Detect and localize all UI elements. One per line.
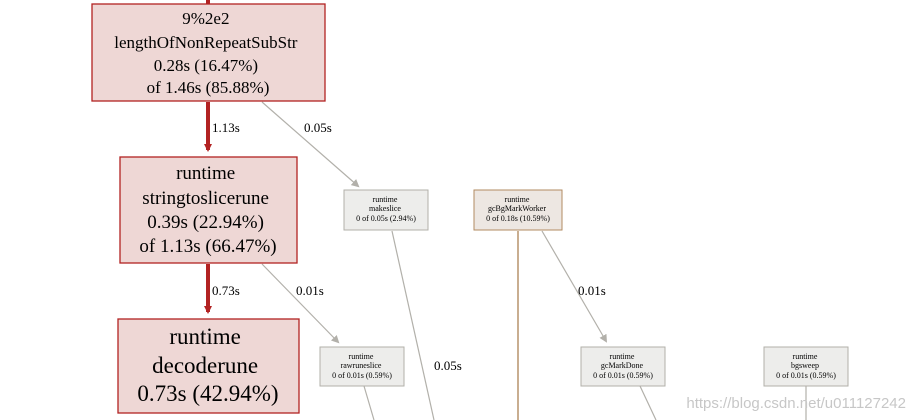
node-bgsweep-line-3: 0 of 0.01s (0.59%) (776, 371, 836, 380)
node-len-line-2: lengthOfNonRepeatSubStr (114, 33, 298, 52)
node-decode-line-2: decoderune (152, 353, 258, 378)
node-makeslice[interactable]: runtime makeslice 0 of 0.05s (2.94%) (343, 189, 429, 231)
edge-gcbg-to-gcmarkdone (541, 230, 608, 343)
node-decode-line-3: 0.73s (42.94%) (137, 381, 278, 406)
edge-label-len-to-makeslice: 0.05s (304, 120, 332, 135)
node-bgsweep-line-1: runtime (793, 352, 818, 361)
edge-rawruneslice-down (363, 385, 375, 420)
node-makeslice-line-1: runtime (373, 195, 398, 204)
node-gcbgmarkworker[interactable]: runtime gcBgMarkWorker 0 of 0.18s (10.59… (473, 189, 563, 231)
node-len-line-3: 0.28s (16.47%) (154, 56, 258, 75)
node-bgsweep[interactable]: runtime bgsweep 0 of 0.01s (0.59%) (763, 346, 849, 387)
node-gcmark-line-2: gcMarkDone (601, 361, 644, 370)
edge-label-gcbg-to-gcmark: 0.01s (578, 283, 606, 298)
node-gcmark-line-3: 0 of 0.01s (0.59%) (593, 371, 653, 380)
edge-label-str-to-raw: 0.01s (296, 283, 324, 298)
edge-makeslice-down (391, 230, 435, 420)
node-makeslice-line-2: makeslice (369, 204, 401, 213)
node-str-line-4: of 1.13s (66.47%) (139, 236, 276, 257)
svg-text:runtime makeslice: runtime makeslice 0 of 0.05s (2.94%) (356, 195, 416, 223)
node-str-line-2: stringtoslicerune (142, 188, 269, 209)
node-gcmark-line-1: runtime (610, 352, 635, 361)
node-makeslice-line-3: 0 of 0.05s (2.94%) (356, 214, 416, 223)
edge-label-makeslice-down: 0.05s (434, 358, 462, 373)
svg-text:runtime decoderune: runtime decoderune 0.73s (42.94%) (137, 324, 278, 406)
edge-label-len-to-str: 1.13s (212, 120, 240, 135)
edge-gcmarkdone-down (639, 385, 657, 420)
node-gcbg-line-1: runtime (505, 195, 530, 204)
watermark-text: https://blog.csdn.net/u011127242 (686, 395, 906, 412)
svg-text:runtime gcBgMarkWorker: runtime gcBgMarkWorker 0 of 0.18s (10.59… (486, 195, 550, 223)
node-gcbg-line-2: gcBgMarkWorker (488, 204, 546, 213)
svg-text:runtime gcMarkDone: runtime gcMarkDone 0 of 0.01s (0.59%) (593, 352, 653, 380)
svg-text:runtime rawruneslice: runtime rawruneslice 0 of 0.01s (0.59%) (332, 352, 392, 380)
node-len-line-1: 9%2e2 (182, 9, 229, 28)
svg-text:runtime bgsweep 0: runtime bgsweep 0 of 0.01s (0.59%) (776, 352, 836, 380)
node-bgsweep-line-2: bgsweep (791, 361, 819, 370)
edge-label-str-to-decode: 0.73s (212, 283, 240, 298)
node-raw-line-1: runtime (349, 352, 374, 361)
node-rawruneslice[interactable]: runtime rawruneslice 0 of 0.01s (0.59%) (319, 346, 405, 387)
node-gcmarkdone[interactable]: runtime gcMarkDone 0 of 0.01s (0.59%) (580, 346, 666, 387)
node-stringtoslicerune[interactable]: runtime stringtoslicerune 0.39s (22.94%)… (119, 156, 298, 264)
node-raw-line-3: 0 of 0.01s (0.59%) (332, 371, 392, 380)
svg-text:runtime stringtoslicerun: runtime stringtoslicerune 0.39s (22.94%)… (139, 163, 276, 257)
node-len-line-4: of 1.46s (85.88%) (147, 78, 270, 97)
node-str-line-1: runtime (176, 163, 235, 184)
node-decode-line-1: runtime (169, 324, 241, 349)
node-decoderune[interactable]: runtime decoderune 0.73s (42.94%) (117, 318, 300, 414)
node-raw-line-2: rawruneslice (341, 361, 382, 370)
node-length-of-non-repeat-substr[interactable]: 9%2e2 lengthOfNonRepeatSubStr 0.28s (16.… (91, 3, 326, 102)
node-str-line-3: 0.39s (22.94%) (147, 212, 264, 233)
edge-len-to-makeslice (261, 101, 360, 188)
node-gcbg-line-3: 0 of 0.18s (10.59%) (486, 214, 550, 223)
edge-str-to-rawruneslice (261, 263, 340, 344)
svg-text:9%2e2 lengthOfNonRepeatS: 9%2e2 lengthOfNonRepeatSubStr 0.28s (16.… (114, 9, 301, 97)
